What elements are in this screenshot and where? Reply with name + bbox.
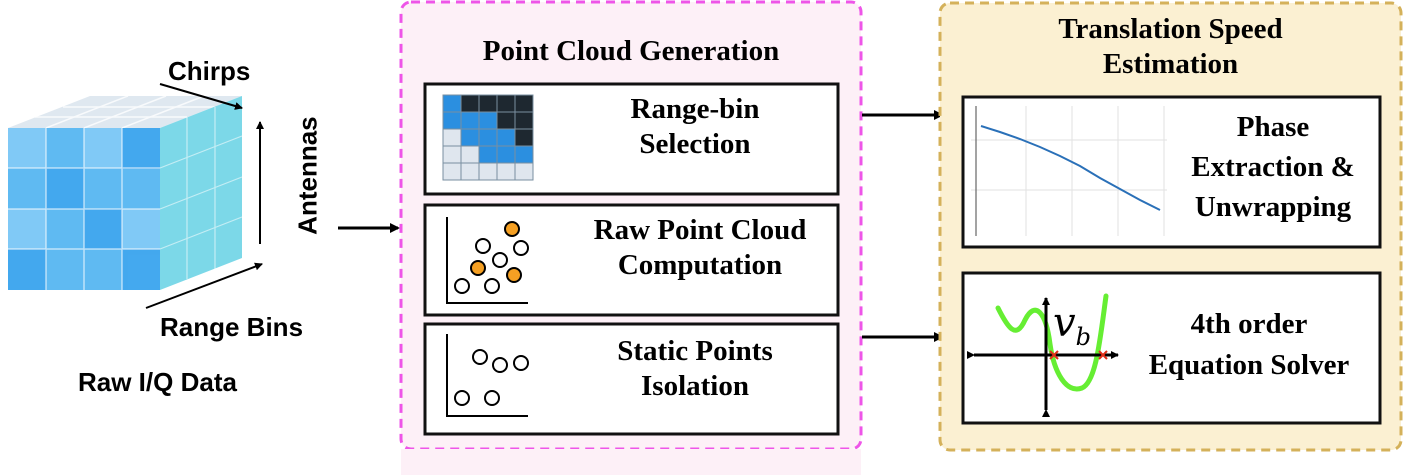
range-bin-selection-title: Range-bin Selection xyxy=(560,92,830,162)
phase-extraction-line2: Extraction & xyxy=(1191,151,1355,184)
static-points-scatter-icon xyxy=(446,334,529,417)
iq-data-caption: Raw I/Q Data xyxy=(78,367,237,397)
chirps-arrow xyxy=(159,83,243,110)
point-cloud-title: Point Cloud Generation xyxy=(482,35,780,67)
raw-point-cloud-scatter-icon xyxy=(446,217,529,304)
speed-estimation-title-line1: Translation Speed xyxy=(1058,13,1283,45)
raw-point-cloud-line2: Computation xyxy=(617,248,783,281)
equation-solver-line2: Equation Solver xyxy=(1148,348,1350,381)
range-bin-selection-line1: Range-bin xyxy=(630,93,760,125)
iq-data-cube xyxy=(8,95,243,290)
point-cloud-panel-tail xyxy=(401,449,861,475)
solver-variable-symbol: v xyxy=(1053,300,1076,346)
phase-extraction-title: Phase Extraction & Unwrapping xyxy=(1168,107,1378,227)
phase-plot-icon xyxy=(971,106,1167,236)
antennas-label: Antennas xyxy=(292,116,323,235)
range-bins-label: Range Bins xyxy=(160,312,304,342)
raw-point-cloud-title: Raw Point Cloud Computation xyxy=(555,213,845,283)
equation-solver-title: 4th order Equation Solver xyxy=(1124,304,1374,385)
phase-extraction-line1: Phase xyxy=(1236,111,1310,143)
phase-extraction-line3: Unwrapping xyxy=(1194,191,1352,224)
solver-variable-label: vb xyxy=(1053,303,1113,349)
speed-estimation-title: Translation Speed Estimation xyxy=(940,12,1401,82)
quartic-solver-icon xyxy=(967,280,1126,417)
range-bin-grid-icon xyxy=(442,94,534,181)
chirps-label: Chirps xyxy=(168,56,251,86)
static-points-line1: Static Points xyxy=(617,335,773,367)
solver-variable-subscript: b xyxy=(1075,323,1091,351)
static-points-title: Static Points Isolation xyxy=(560,334,830,404)
speed-estimation-title-line2: Estimation xyxy=(1102,47,1239,80)
static-points-line2: Isolation xyxy=(641,369,749,402)
range-bins-arrow xyxy=(145,262,263,309)
static-points-box xyxy=(423,322,840,436)
raw-point-cloud-line1: Raw Point Cloud xyxy=(593,214,807,246)
equation-solver-line1: 4th order xyxy=(1190,308,1308,340)
range-bin-selection-line2: Selection xyxy=(639,127,751,160)
